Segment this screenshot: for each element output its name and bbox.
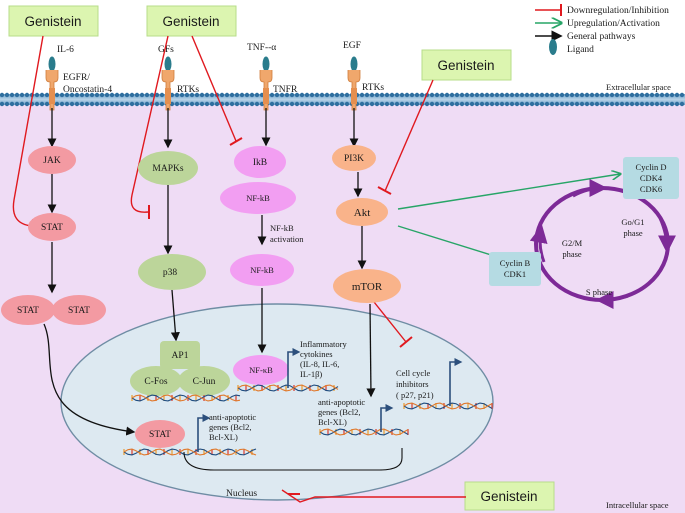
svg-text:Akt: Akt bbox=[354, 207, 371, 219]
svg-text:AP1: AP1 bbox=[172, 351, 189, 361]
general-pathway-arrows bbox=[43, 108, 376, 436]
tnf-ligand-icon bbox=[259, 56, 273, 111]
receptor-tnfr-label: TNFR bbox=[273, 85, 298, 95]
nucleus-membrane bbox=[60, 303, 494, 501]
nfkb-nuclear-node: NF-κB bbox=[233, 355, 289, 385]
nucleus-label: Nucleus bbox=[226, 489, 257, 499]
dna-strands bbox=[123, 384, 493, 456]
genistein-box-4: Genistein bbox=[464, 481, 555, 511]
svg-text:STAT: STAT bbox=[41, 223, 63, 233]
receptor-rtks-1-label: RTKs bbox=[177, 85, 199, 95]
genistein-box-3: Genistein bbox=[421, 49, 512, 81]
legend: Downregulation/Inhibition Upregulation/A… bbox=[535, 4, 669, 55]
s-phase-label: S phase bbox=[586, 287, 612, 297]
pi3k-node: PI3K bbox=[332, 145, 376, 171]
receptor-rtks-2-label: RTKs bbox=[362, 83, 384, 93]
legend-ligand-icon bbox=[549, 39, 557, 55]
legend-general-label: General pathways bbox=[567, 32, 636, 42]
stat-dimer-b-node: STAT bbox=[52, 295, 106, 325]
svg-text:NF-kB: NF-kB bbox=[246, 193, 270, 203]
svg-text:Genistein: Genistein bbox=[24, 14, 81, 29]
akt-node: Akt bbox=[336, 198, 388, 226]
legend-activation-label: Upregulation/Activation bbox=[567, 19, 660, 29]
ligand-gfs-label: GFs bbox=[158, 45, 174, 55]
gene-promoter-arrows bbox=[197, 348, 463, 452]
svg-text:STAT: STAT bbox=[17, 306, 39, 316]
svg-text:Genistein: Genistein bbox=[162, 14, 219, 29]
receptor-oncostatin-label: Oncostatin-4 bbox=[63, 85, 112, 95]
gene-output-lines bbox=[183, 448, 403, 471]
svg-text:PI3K: PI3K bbox=[344, 154, 364, 164]
genistein-box-2: Genistein bbox=[146, 5, 237, 37]
svg-text:NF-κB: NF-κB bbox=[249, 365, 273, 375]
stat-dimer-a-node: STAT bbox=[1, 295, 55, 325]
nfkb-complex-node: NF-kB bbox=[220, 182, 296, 214]
ligand-il6-label: IL-6 bbox=[57, 45, 74, 55]
extracellular-label: Extracellular space bbox=[606, 82, 671, 92]
genistein-box-1: Genistein bbox=[8, 5, 99, 37]
ap1-complex: AP1 C-Fos C-Jun bbox=[130, 341, 230, 396]
ligand-egf-label: EGF bbox=[343, 41, 361, 51]
p38-node: p38 bbox=[138, 254, 206, 290]
jak-node: JAK bbox=[28, 146, 76, 174]
mtor-node: mTOR bbox=[333, 269, 401, 303]
nfkb-free-node: NF-kB bbox=[230, 254, 294, 286]
stat-node: STAT bbox=[28, 213, 76, 241]
svg-text:STAT: STAT bbox=[149, 430, 171, 440]
cell-membrane bbox=[0, 92, 685, 107]
svg-text:Genistein: Genistein bbox=[480, 489, 537, 504]
intracellular-label: Intracellular space bbox=[606, 500, 669, 510]
il6-ligand-icon bbox=[45, 56, 59, 111]
svg-text:STAT: STAT bbox=[68, 306, 90, 316]
svg-text:MAPKs: MAPKs bbox=[152, 164, 183, 174]
mapks-node: MAPKs bbox=[138, 151, 198, 185]
gfs-ligand-icon bbox=[161, 56, 175, 111]
svg-text:NF-kB: NF-kB bbox=[250, 265, 274, 275]
svg-text:Genistein: Genistein bbox=[437, 58, 494, 73]
nfkb-activation-label-1: NF-kB bbox=[270, 223, 294, 233]
legend-inhibition-label: Downregulation/Inhibition bbox=[567, 6, 669, 16]
ligand-tnf-label: TNF--α bbox=[247, 43, 276, 53]
nfkb-activation-label-2: activation bbox=[270, 234, 304, 244]
svg-text:mTOR: mTOR bbox=[352, 281, 383, 293]
svg-text:IkB: IkB bbox=[253, 158, 267, 168]
svg-text:p38: p38 bbox=[163, 268, 178, 278]
cell-cycle bbox=[529, 179, 676, 309]
stat-nuclear-node: STAT bbox=[135, 420, 185, 448]
svg-text:JAK: JAK bbox=[43, 156, 61, 166]
inhibition-lines bbox=[12, 35, 466, 503]
svg-text:C-Jun: C-Jun bbox=[193, 377, 216, 387]
ikb-node: IkB bbox=[234, 146, 286, 178]
receptor-egfr-label: EGFR/ bbox=[63, 73, 90, 83]
svg-text:C-Fos: C-Fos bbox=[144, 377, 168, 387]
legend-ligand-label: Ligand bbox=[567, 45, 594, 55]
